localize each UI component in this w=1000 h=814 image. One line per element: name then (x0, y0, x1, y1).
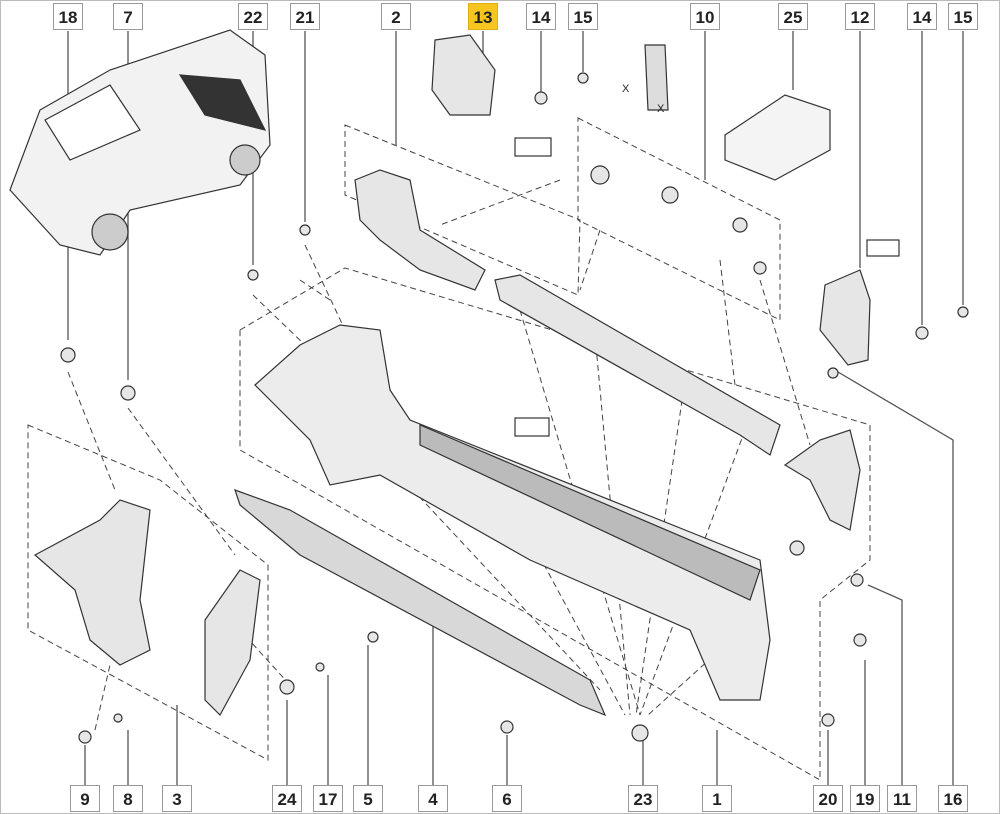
part-label-24[interactable]: 24 (272, 785, 302, 812)
part-label-12[interactable]: 12 (845, 3, 875, 30)
leader-lines (67, 31, 964, 785)
part-label-15[interactable]: 15 (568, 3, 598, 30)
part-label-23[interactable]: 23 (628, 785, 658, 812)
part-label-3[interactable]: 3 (162, 785, 192, 812)
part-label-2[interactable]: 2 (381, 3, 411, 30)
parts (9, 29, 969, 744)
part-label-19[interactable]: 19 (850, 785, 880, 812)
part-label-18[interactable]: 18 (53, 3, 83, 30)
part-label-11[interactable]: 11 (887, 785, 917, 812)
part-label-17[interactable]: 17 (313, 785, 343, 812)
part-label-20[interactable]: 20 (813, 785, 843, 812)
part-label-6[interactable]: 6 (492, 785, 522, 812)
part-label-4[interactable]: 4 (418, 785, 448, 812)
part-label-14-right[interactable]: 14 (907, 3, 937, 30)
part-label-15-right[interactable]: 15 (948, 3, 978, 30)
part-label-5[interactable]: 5 (353, 785, 383, 812)
dimension-mark-x1: X (622, 83, 630, 95)
part-label-21[interactable]: 21 (290, 3, 320, 30)
part-label-16[interactable]: 16 (938, 785, 968, 812)
part-label-10[interactable]: 10 (690, 3, 720, 30)
part-label-22[interactable]: 22 (238, 3, 268, 30)
dimension-mark-x2: X (657, 103, 665, 115)
part-label-9[interactable]: 9 (70, 785, 100, 812)
part-label-8[interactable]: 8 (113, 785, 143, 812)
part-label-25[interactable]: 25 (778, 3, 808, 30)
part-label-14[interactable]: 14 (526, 3, 556, 30)
part-label-1[interactable]: 1 (702, 785, 732, 812)
part-label-13-highlighted[interactable]: 13 (468, 3, 498, 30)
part-label-7[interactable]: 7 (113, 3, 143, 30)
